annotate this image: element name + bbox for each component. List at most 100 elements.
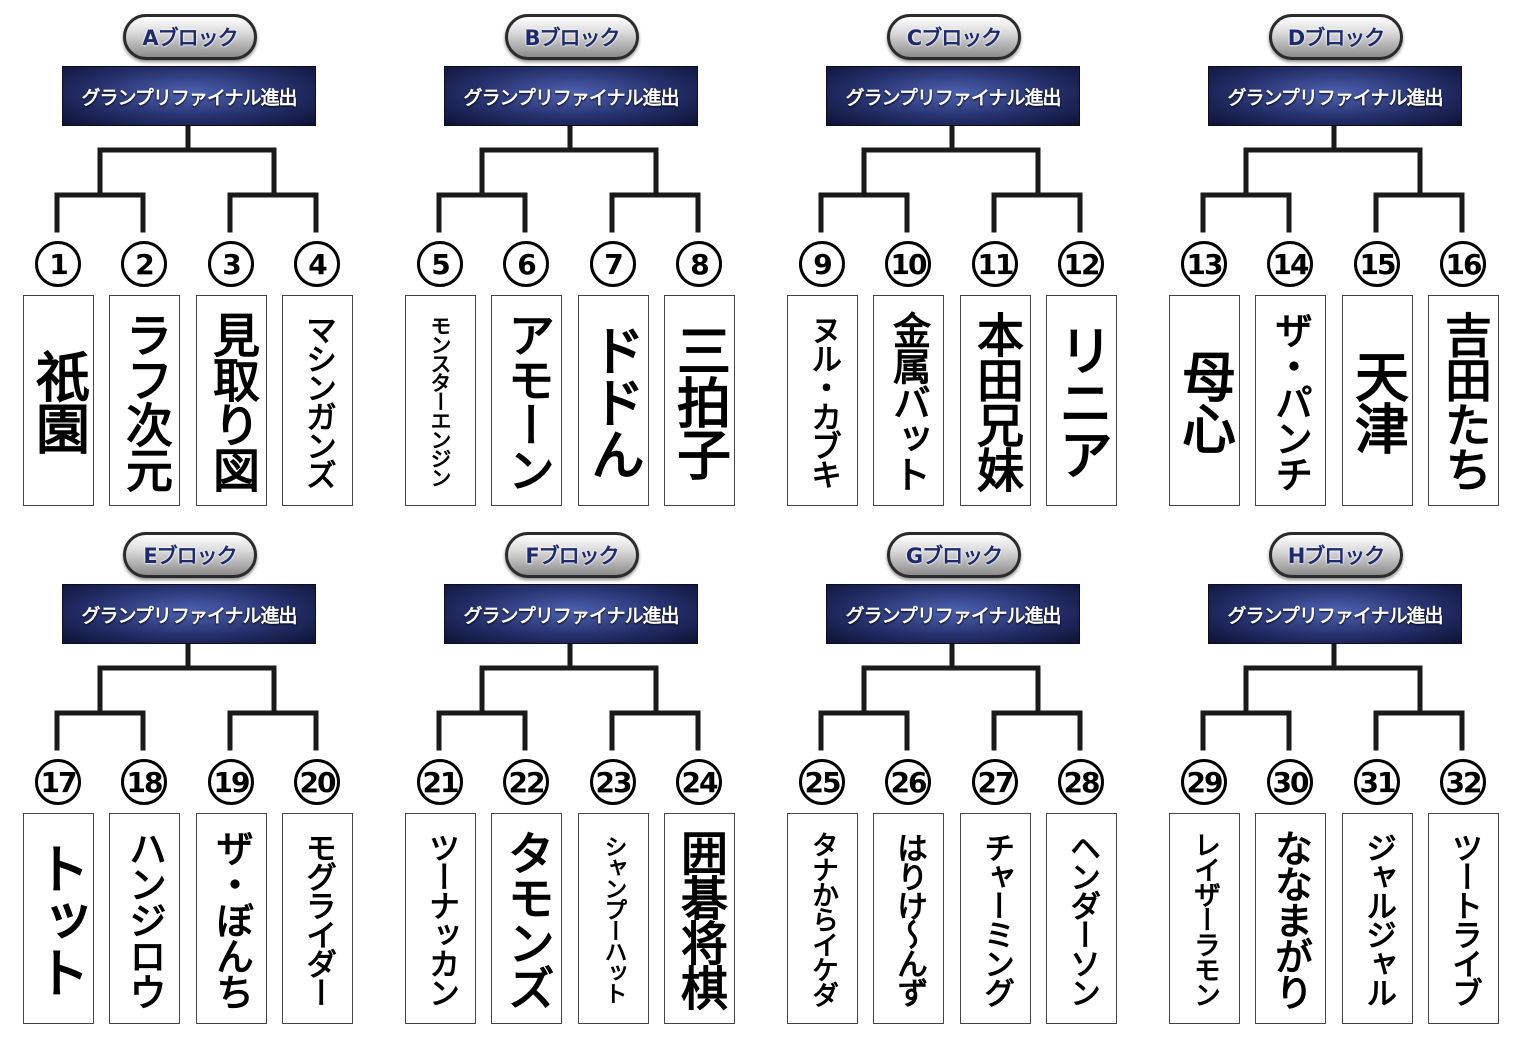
seed-number: 20: [294, 759, 340, 805]
seed-number: 2: [121, 241, 167, 287]
bracket-left-pair: [54, 710, 146, 751]
entrant-card: ヘンダーソン: [1046, 813, 1117, 1024]
seed-number: 30: [1267, 759, 1313, 805]
final-banner: グランプリファイナル進出: [1208, 584, 1462, 644]
entrant-name: ザ・ぼんち: [209, 828, 255, 1009]
bracket-lines: [54, 123, 319, 233]
entrant-name: リニア: [1049, 322, 1114, 479]
bracket-left-pair: [818, 192, 910, 233]
bracket-left-pair: [436, 192, 528, 233]
entrant-name: モグライダー: [300, 831, 336, 1006]
entrant-name: 囲碁将棋: [672, 828, 727, 1009]
entrant-name: 金属バット: [886, 310, 932, 491]
seed-number: 3: [208, 241, 254, 287]
entrant-name: シャンプーハット: [600, 834, 627, 1003]
entrant-card: ラフ次元: [109, 295, 180, 506]
bracket-right-pair: [227, 710, 319, 751]
bracket-left-pair: [436, 710, 528, 751]
final-banner: グランプリファイナル進出: [62, 66, 316, 126]
entrant-card: ジャルジャル: [1342, 813, 1413, 1024]
seed-number: 11: [972, 241, 1018, 287]
entrant-card: 母心: [1169, 295, 1240, 506]
entrant-card: ヌル・カブキ: [787, 295, 858, 506]
entrant-name: 本田兄妹: [968, 310, 1023, 491]
bracket-left-pair: [1200, 192, 1292, 233]
entrant-card: 本田兄妹: [960, 295, 1031, 506]
bracket-right-pair: [227, 192, 319, 233]
entrant-card: 三拍子: [664, 295, 735, 506]
seed-number: 5: [417, 241, 463, 287]
entrant-name: ツーナッカン: [423, 831, 459, 1006]
bracket-lines: [1200, 123, 1465, 233]
seed-number: 14: [1267, 241, 1313, 287]
seed-number: 10: [885, 241, 931, 287]
bracket-right-pair: [1373, 192, 1465, 233]
block-tab: Aブロック: [123, 14, 257, 60]
entrant-name: チャーミング: [978, 831, 1014, 1006]
final-banner: グランプリファイナル進出: [444, 584, 698, 644]
seed-number: 31: [1354, 759, 1400, 805]
entrant-card: タナからイケダ: [787, 813, 858, 1024]
bracket-right-pair: [991, 710, 1083, 751]
entrant-name: アモーン: [499, 310, 554, 491]
block-tab: Gブロック: [887, 532, 1021, 578]
bracket-lines: [818, 641, 1083, 751]
entrant-card: 祇園: [23, 295, 94, 506]
entrant-name: タモンズ: [499, 828, 554, 1009]
entrant-name: 天津: [1345, 348, 1410, 453]
block-tab: Fブロック: [505, 532, 639, 578]
entrant-name: ドドん: [581, 322, 646, 479]
entrant-name: ラフ次元: [117, 310, 172, 491]
entrant-name: モンスターエンジン: [428, 315, 453, 486]
entrant-card: 金属バット: [873, 295, 944, 506]
seed-number: 1: [35, 241, 81, 287]
entrant-card: チャーミング: [960, 813, 1031, 1024]
entrant-name: ヘンダーソン: [1064, 831, 1100, 1006]
entrant-name: ななまがり: [1268, 828, 1314, 1009]
seed-number: 21: [417, 759, 463, 805]
entrant-card: モグライダー: [282, 813, 353, 1024]
entrant-card: トット: [23, 813, 94, 1024]
seed-number: 25: [799, 759, 845, 805]
entrant-card: シャンプーハット: [578, 813, 649, 1024]
bracket-lines: [436, 123, 701, 233]
entrant-card: ハンジロウ: [109, 813, 180, 1024]
entrant-name: 三拍子: [667, 322, 732, 479]
entrant-card: アモーン: [491, 295, 562, 506]
seed-number: 24: [676, 759, 722, 805]
entrant-card: 天津: [1342, 295, 1413, 506]
block-tab: Eブロック: [123, 532, 257, 578]
entrant-name: ツートライブ: [1446, 831, 1482, 1006]
bracket-right-pair: [1373, 710, 1465, 751]
seed-number: 22: [503, 759, 549, 805]
entrant-name: レイザーラモン: [1189, 831, 1220, 1006]
bracket-lines: [54, 641, 319, 751]
entrant-card: ドドん: [578, 295, 649, 506]
seed-number: 17: [35, 759, 81, 805]
entrant-card: モンスターエンジン: [405, 295, 476, 506]
entrant-name: ハンジロウ: [122, 828, 168, 1009]
bracket-left-pair: [818, 710, 910, 751]
entrant-card: ツートライブ: [1428, 813, 1499, 1024]
entrant-card: マシンガンズ: [282, 295, 353, 506]
entrant-card: タモンズ: [491, 813, 562, 1024]
entrant-name: ヌル・カブキ: [805, 313, 841, 488]
bracket-lines: [1200, 641, 1465, 751]
entrant-card: ツーナッカン: [405, 813, 476, 1024]
bracket-lines: [818, 123, 1083, 233]
final-banner: グランプリファイナル進出: [62, 584, 316, 644]
entrant-name: 吉田たち: [1436, 310, 1491, 491]
final-banner: グランプリファイナル進出: [1208, 66, 1462, 126]
bracket-lines: [436, 641, 701, 751]
bracket-right-pair: [609, 710, 701, 751]
final-banner: グランプリファイナル進出: [444, 66, 698, 126]
seed-number: 4: [294, 241, 340, 287]
seed-number: 8: [676, 241, 722, 287]
